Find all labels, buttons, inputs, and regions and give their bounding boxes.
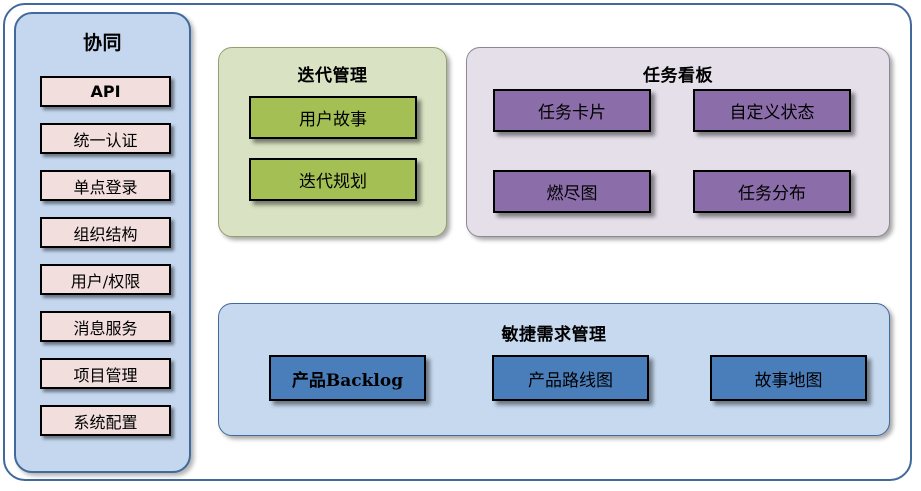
group-task-board-title: 任务看板 xyxy=(643,66,713,86)
group-task-board[interactable]: 任务看板 任务卡片 自定义状态 燃尽图 任务分布 xyxy=(466,47,890,237)
group-agile-requirement-management-title: 敏捷需求管理 xyxy=(501,325,607,345)
sidebar-item-system-config[interactable]: 系统配置 xyxy=(40,405,171,436)
card-story-map[interactable]: 故事地图 xyxy=(710,355,867,401)
card-custom-status[interactable]: 自定义状态 xyxy=(693,89,851,132)
card-task-distribution[interactable]: 任务分布 xyxy=(693,170,851,213)
group-iteration-management-title: 迭代管理 xyxy=(297,66,368,86)
sidebar-item-api[interactable]: API xyxy=(40,76,171,107)
card-user-story[interactable]: 用户故事 xyxy=(249,96,417,139)
sidebar-item-unified-auth[interactable]: 统一认证 xyxy=(40,123,171,154)
group-iteration-management[interactable]: 迭代管理 用户故事 迭代规划 xyxy=(218,47,447,237)
sidebar-item-message-service[interactable]: 消息服务 xyxy=(40,311,171,342)
card-task-card[interactable]: 任务卡片 xyxy=(493,89,651,132)
sidebar-item-org-structure[interactable]: 组织结构 xyxy=(40,217,171,248)
card-product-backlog[interactable]: 产品Backlog xyxy=(269,355,426,401)
card-iteration-planning[interactable]: 迭代规划 xyxy=(249,158,417,201)
group-collaboration-title: 协同 xyxy=(82,32,122,54)
sidebar-item-user-permission[interactable]: 用户/权限 xyxy=(40,264,171,295)
group-collaboration[interactable]: 协同 API 统一认证 单点登录 组织结构 用户/权限 消息服务 项目管理 系统… xyxy=(14,12,191,473)
card-product-roadmap[interactable]: 产品路线图 xyxy=(492,355,649,401)
sidebar-item-project-management[interactable]: 项目管理 xyxy=(40,358,171,389)
group-agile-requirement-management[interactable]: 敏捷需求管理 产品Backlog 产品路线图 故事地图 xyxy=(218,303,890,436)
card-burndown-chart[interactable]: 燃尽图 xyxy=(493,170,651,213)
sidebar-item-sso[interactable]: 单点登录 xyxy=(40,170,171,201)
outer-frame xyxy=(3,3,912,481)
